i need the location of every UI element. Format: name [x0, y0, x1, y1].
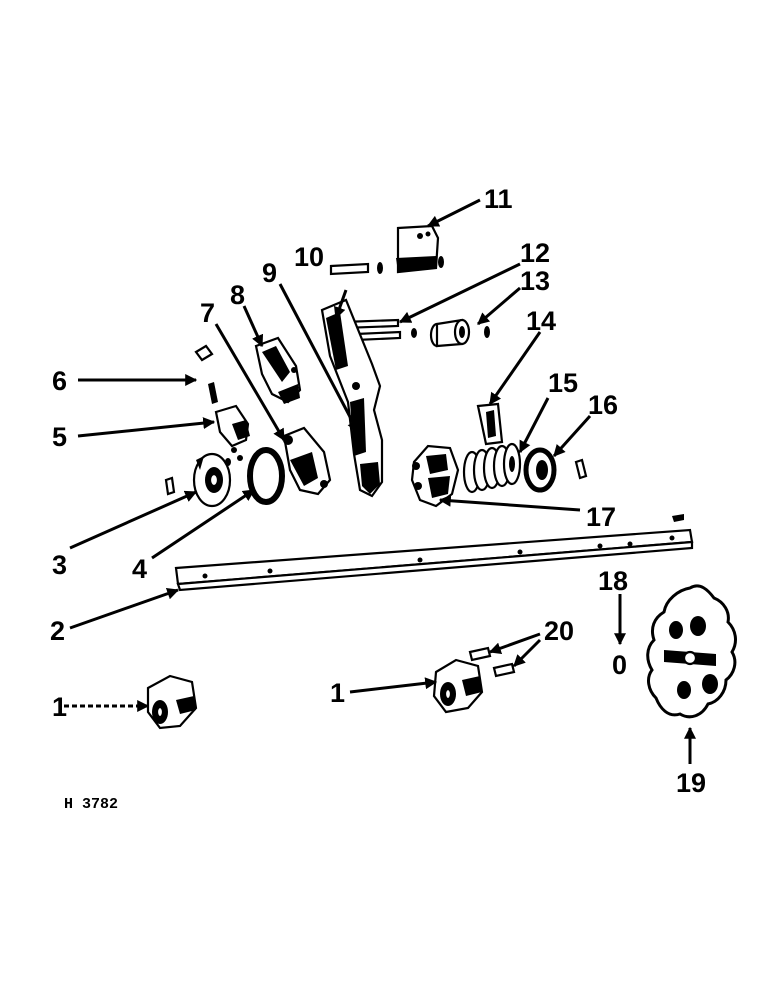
callout-4: 4 — [132, 554, 147, 584]
part-4-washer — [247, 447, 285, 505]
callout-2: 2 — [50, 616, 65, 646]
part-7-lever — [282, 426, 332, 496]
callout-10: 10 — [294, 242, 324, 272]
part-1-hub-center — [432, 658, 484, 714]
leader-lines — [64, 198, 696, 764]
zero-mark: 0 — [612, 650, 627, 680]
part-11-bracket — [396, 224, 444, 274]
callout-7: 7 — [200, 298, 215, 328]
part-8-bracket — [254, 336, 302, 404]
callout-13: 13 — [520, 266, 550, 296]
callout-8: 8 — [230, 280, 245, 310]
part-9-lever — [320, 298, 384, 498]
callout-20: 20 — [544, 616, 574, 646]
callout-labels: 11 10 9 12 13 8 7 14 6 15 16 5 17 3 4 18… — [50, 184, 706, 813]
part-14-key — [476, 402, 504, 446]
reference-code: H 3782 — [64, 796, 118, 813]
part-3-hub — [164, 452, 232, 508]
callout-5: 5 — [52, 422, 67, 452]
part-2-bar — [174, 514, 694, 592]
callout-3: 3 — [52, 550, 67, 580]
callout-6: 6 — [52, 366, 67, 396]
callout-9: 9 — [262, 258, 277, 288]
part-16-collar — [523, 447, 588, 493]
part-20-clips — [468, 646, 516, 678]
part-19-sprocket — [646, 584, 737, 719]
callout-1-left: 1 — [52, 692, 67, 722]
callout-18: 18 — [598, 566, 628, 596]
callout-19: 19 — [676, 768, 706, 798]
callout-11: 11 — [484, 184, 513, 214]
part-5-plate — [214, 404, 250, 461]
part-15-spring — [462, 442, 522, 494]
callout-17: 17 — [586, 502, 616, 532]
part-1-hub-left — [146, 674, 198, 730]
callout-15: 15 — [548, 368, 578, 398]
part-6-pin — [194, 344, 218, 404]
callout-1-center: 1 — [330, 678, 345, 708]
callout-12: 12 — [520, 238, 550, 268]
part-17-clutch — [410, 444, 460, 508]
callout-14: 14 — [526, 306, 556, 336]
callout-16: 16 — [588, 390, 618, 420]
part-10-pin — [329, 262, 383, 276]
part-13-bushing — [429, 318, 490, 348]
